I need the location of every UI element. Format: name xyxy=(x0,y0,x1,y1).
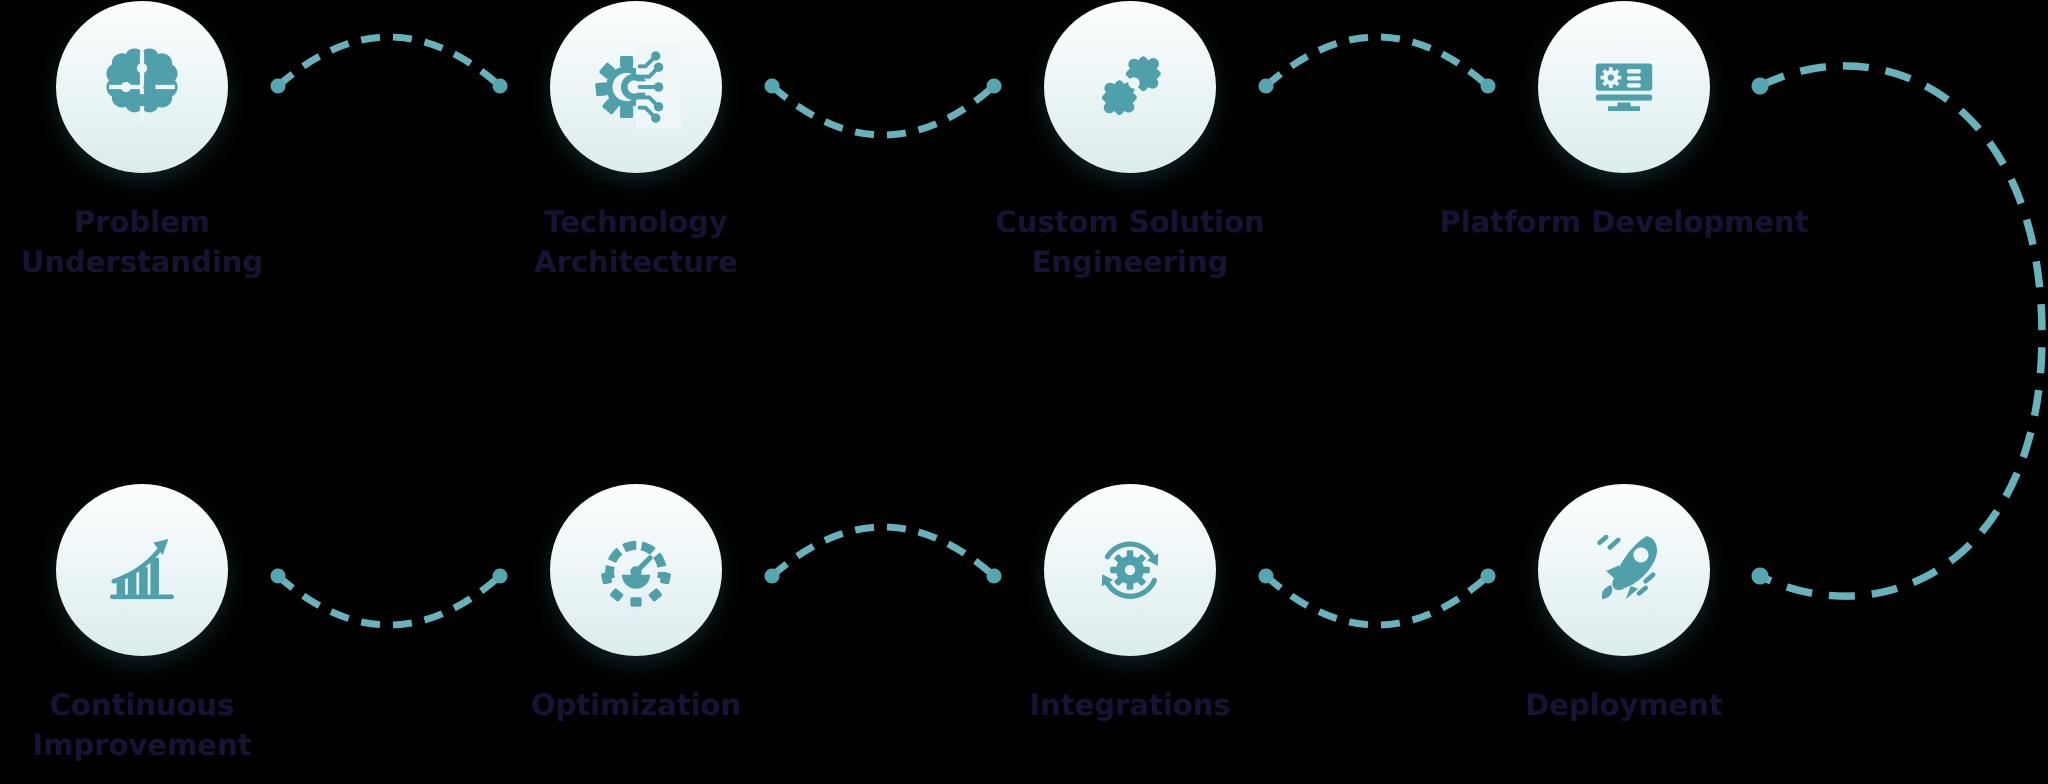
step-label: Continuous Improvement xyxy=(32,688,252,762)
step-circle xyxy=(1538,1,1710,173)
step-custom-solution-engineering: Custom Solution Engineering xyxy=(940,1,1320,282)
monitor-settings-icon xyxy=(1595,63,1653,111)
step-deployment: Deployment xyxy=(1434,484,1814,725)
step-circle xyxy=(550,484,722,656)
step-continuous-improvement: Continuous Improvement xyxy=(0,484,332,765)
step-circle xyxy=(1538,484,1710,656)
step-problem-understanding: Problem Understanding xyxy=(0,1,332,282)
step-optimization: Optimization xyxy=(446,484,826,725)
step-circle xyxy=(550,1,722,173)
step-label: Deployment xyxy=(1525,688,1723,722)
step-label: Platform Development xyxy=(1439,205,1809,239)
step-label: Technology Architecture xyxy=(534,205,738,279)
growth-chart-icon xyxy=(110,538,174,600)
puzzle-pieces-icon xyxy=(1101,56,1161,116)
step-circle xyxy=(56,484,228,656)
step-label: Optimization xyxy=(530,688,742,722)
rocket-icon xyxy=(1597,534,1658,600)
step-circle xyxy=(1044,1,1216,173)
step-circle xyxy=(56,1,228,173)
step-integrations: Integrations xyxy=(940,484,1320,725)
step-label: Integrations xyxy=(1029,688,1231,722)
ai-gear-circuit-icon xyxy=(595,45,682,129)
step-platform-development: Platform Development xyxy=(1434,1,1814,242)
sync-gear-icon xyxy=(1101,541,1159,599)
brain-puzzle-icon xyxy=(106,48,178,123)
step-circle xyxy=(1044,484,1216,656)
step-label: Custom Solution Engineering xyxy=(995,205,1265,279)
step-technology-architecture: Technology Architecture xyxy=(446,1,826,282)
gauge-gear-icon xyxy=(601,540,671,607)
step-label: Problem Understanding xyxy=(20,205,264,279)
